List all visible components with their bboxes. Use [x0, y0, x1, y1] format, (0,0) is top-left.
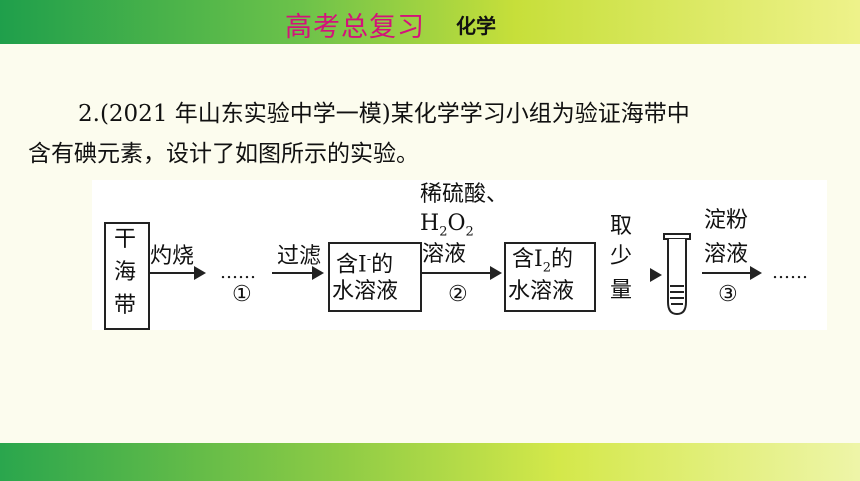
dots-1: …… — [220, 262, 256, 283]
reagent-h2o2: H2O2 — [420, 211, 474, 240]
step-num-3: ③ — [718, 282, 738, 307]
dried-kelp-box — [104, 222, 150, 330]
starch-line-1: 淀粉 — [704, 208, 749, 233]
dots-end: …… — [772, 262, 808, 283]
take-char-2: 少 — [610, 244, 633, 269]
arrow-5 — [702, 266, 762, 280]
arrow-4 — [600, 268, 662, 282]
test-tube-icon — [663, 233, 691, 316]
reagent-line-1: 稀硫酸、 — [420, 182, 509, 207]
step-filter-label: 过滤 — [277, 244, 322, 269]
arrow-3 — [422, 266, 502, 280]
step-burn-label: 灼烧 — [150, 244, 195, 269]
step-num-1: ① — [232, 282, 252, 307]
step-num-2: ② — [448, 282, 468, 307]
question-text: 2.(2021 年山东实验中学一模)某化学学习小组为验证海带中 含有碘元素，设计… — [28, 94, 828, 174]
arrow-2 — [272, 266, 324, 280]
question-line-1: 2.(2021 年山东实验中学一模)某化学学习小组为验证海带中 — [78, 101, 690, 127]
take-char-1: 取 — [610, 214, 633, 239]
header-subject: 化学 — [456, 14, 496, 38]
footer-bar — [0, 443, 860, 481]
box1-char-3: 带 — [114, 293, 137, 318]
box3-line-2: 水溶液 — [508, 279, 575, 304]
arrow-1 — [148, 266, 206, 280]
question-line-2: 含有碘元素，设计了如图所示的实验。 — [28, 141, 419, 167]
box2-line-1: 含I-的 — [336, 252, 394, 278]
header-bar: 高考总复习 化学 — [0, 0, 860, 44]
reagent-line-3: 溶液 — [422, 242, 467, 267]
header-title: 高考总复习 — [285, 12, 425, 43]
starch-line-2: 溶液 — [704, 242, 749, 267]
iodide-solution-box — [328, 242, 422, 312]
box1-char-1: 干 — [114, 227, 137, 252]
iodine-solution-box — [504, 242, 596, 312]
experiment-flow-diagram: 干 海 带 灼烧 …… ① 过滤 含I-的 水溶液 稀硫酸、 H2O2 溶液 ②… — [92, 180, 827, 330]
take-char-3: 量 — [610, 278, 633, 303]
box3-line-1: 含I2的 — [512, 247, 573, 276]
box1-char-2: 海 — [114, 260, 137, 285]
box2-line-2: 水溶液 — [332, 279, 399, 304]
